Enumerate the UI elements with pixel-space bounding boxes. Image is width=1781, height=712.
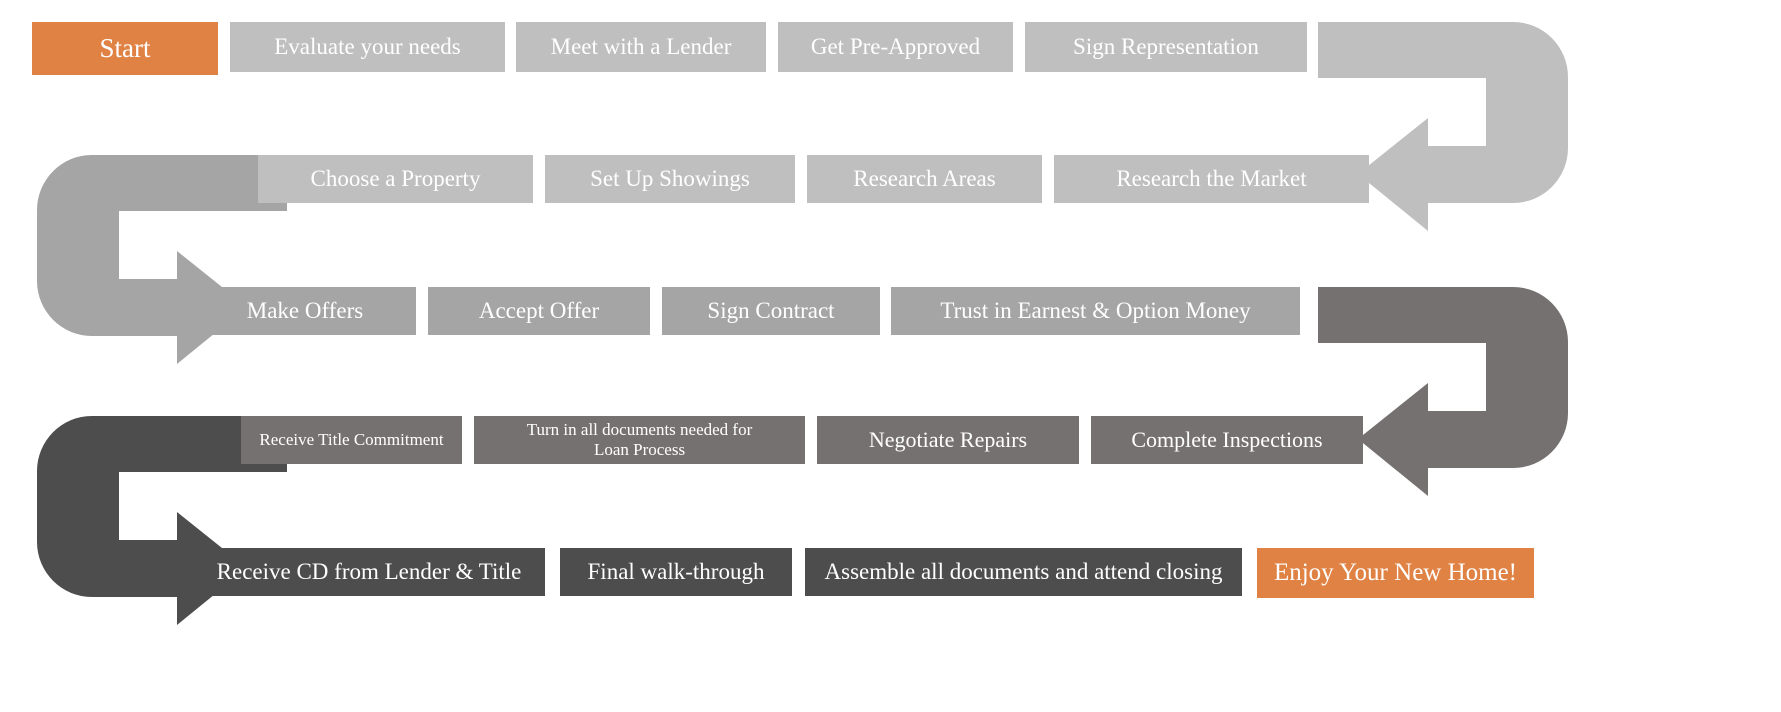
- step-box-make-offers[interactable]: Make Offers: [194, 287, 416, 335]
- step-box-sign-contract[interactable]: Sign Contract: [662, 287, 880, 335]
- step-box-final-walk-through[interactable]: Final walk-through: [560, 548, 792, 596]
- step-box-research-the-market[interactable]: Research the Market: [1054, 155, 1369, 203]
- step-box-choose-a-property[interactable]: Choose a Property: [258, 155, 533, 203]
- step-box-negotiate-repairs[interactable]: Negotiate Repairs: [817, 416, 1079, 464]
- step-box-start[interactable]: Start: [32, 22, 218, 75]
- step-box-evaluate-your-needs[interactable]: Evaluate your needs: [230, 22, 505, 72]
- step-box-enjoy-your-new-home[interactable]: Enjoy Your New Home!: [1257, 548, 1534, 598]
- connector-right-uturn-3: [1318, 287, 1568, 496]
- connector-arrow-icon-3: [1318, 287, 1568, 496]
- step-box-get-pre-approved[interactable]: Get Pre-Approved: [778, 22, 1013, 72]
- step-box-set-up-showings[interactable]: Set Up Showings: [545, 155, 795, 203]
- step-box-meet-with-a-lender[interactable]: Meet with a Lender: [516, 22, 766, 72]
- step-box-receive-cd-from-lender-title[interactable]: Receive CD from Lender & Title: [193, 548, 545, 596]
- step-box-receive-title-commitment[interactable]: Receive Title Commitment: [241, 416, 462, 464]
- step-box-accept-offer[interactable]: Accept Offer: [428, 287, 650, 335]
- step-box-trust-in-earnest-option-money[interactable]: Trust in Earnest & Option Money: [891, 287, 1300, 335]
- step-box-complete-inspections[interactable]: Complete Inspections: [1091, 416, 1363, 464]
- step-box-research-areas[interactable]: Research Areas: [807, 155, 1042, 203]
- step-box-turn-in-all-documents[interactable]: Turn in all documents needed for Loan Pr…: [474, 416, 805, 464]
- step-box-sign-representation[interactable]: Sign Representation: [1025, 22, 1307, 72]
- step-box-assemble-all-documents[interactable]: Assemble all documents and attend closin…: [805, 548, 1242, 596]
